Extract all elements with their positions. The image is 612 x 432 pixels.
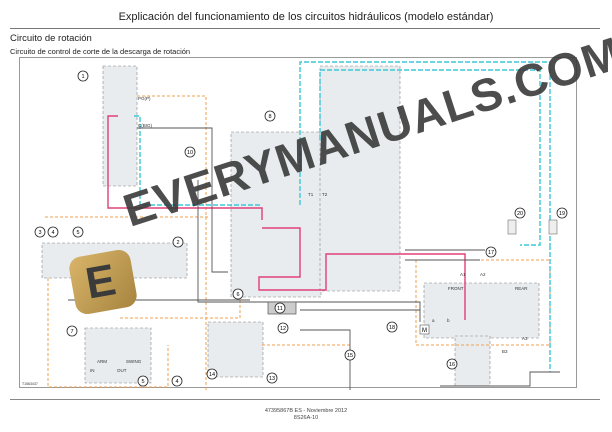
callout-circle: [206, 368, 218, 380]
label-cbig: C(BIG): [138, 123, 153, 128]
callout-14: 14: [209, 372, 215, 378]
label-a2: A2: [480, 272, 486, 277]
callout-1: 1: [81, 74, 84, 80]
callout-circle: [184, 146, 196, 158]
callout-2: 2: [176, 240, 179, 246]
callout-13: 13: [269, 376, 275, 382]
callout-circle: [514, 207, 526, 219]
label-arm: ARM: [97, 359, 107, 364]
component-16-box: [454, 335, 491, 387]
pressure-line: [107, 115, 263, 220]
label-t1: T1: [308, 192, 314, 197]
label-a1: A1: [460, 272, 466, 277]
label-b3: B3: [502, 349, 508, 354]
label-in: IN: [90, 368, 95, 373]
diagram-frame: [19, 57, 577, 388]
callout-circle: [344, 349, 356, 361]
callout-circle: [264, 110, 276, 122]
footer-divider: [10, 399, 600, 400]
callout-circle: [386, 321, 398, 333]
label-swing: SWING: [126, 359, 142, 364]
callout-circle: [232, 288, 244, 300]
hydraulic-line: [197, 180, 421, 322]
hydraulic-line: [300, 329, 351, 390]
watermark-logo-letter: E: [81, 255, 120, 309]
pressure-line: [258, 227, 466, 320]
hydraulic-line: [405, 249, 485, 261]
label-m: M: [422, 328, 427, 334]
callout-19: 19: [559, 211, 565, 217]
label-a3: A3: [522, 336, 528, 341]
section-subtitle: Circuito de control de corte de la desca…: [10, 47, 191, 56]
callout-17: 17: [488, 250, 494, 256]
label-rear: REAR: [515, 286, 528, 291]
page-title: Explicación del funcionamiento de los ci…: [118, 11, 494, 23]
callout-12: 12: [280, 326, 286, 332]
callout-4: 4: [175, 379, 178, 385]
pilot-line: [47, 278, 169, 388]
footer-page-code: 8S26A-10: [293, 415, 319, 421]
callout-circle: [77, 70, 89, 82]
callout-8: 8: [268, 114, 271, 120]
return-line: [319, 69, 541, 246]
callout-5: 5: [141, 379, 144, 385]
component-14-box: [207, 321, 264, 378]
watermark-logo: E: [67, 248, 139, 316]
label-out: OUT: [117, 368, 127, 373]
return-line: [134, 115, 262, 206]
component-7-box: [84, 327, 152, 384]
callout-11: 11: [277, 306, 283, 312]
callout-circle: [266, 372, 278, 384]
callout-circle: [172, 236, 184, 248]
label-b: b: [447, 318, 450, 323]
callout-circle: [171, 375, 183, 387]
callout-5: 5: [76, 230, 79, 236]
callout-circle: [137, 375, 149, 387]
callout-7: 7: [70, 329, 73, 335]
label-t2: T2: [322, 192, 328, 197]
callout-circle: [72, 226, 84, 238]
callout-18: 18: [389, 325, 395, 331]
callout-circle: [274, 302, 286, 314]
section-title: Circuito de rotación: [10, 33, 92, 44]
pilot-line: [415, 259, 551, 346]
callout-circle: [47, 226, 59, 238]
label-front: FRONT: [448, 286, 464, 291]
callout-circle: [66, 325, 78, 337]
callout-3: 3: [38, 230, 41, 236]
swing-motor-box: [423, 282, 540, 339]
callout-circle: [34, 226, 46, 238]
footer-doc-number: 47395867B ES - Noviembre 2012: [264, 408, 348, 414]
drawing-code: T1563437: [22, 382, 38, 386]
component-20-symbol: [507, 219, 517, 235]
label-a: a: [432, 318, 435, 323]
pilot-line: [120, 300, 241, 319]
callout-10: 10: [187, 150, 193, 156]
callout-15: 15: [347, 353, 353, 359]
callout-circle: [277, 322, 289, 334]
callout-20: 20: [517, 211, 523, 217]
hydraulic-line: [440, 371, 560, 387]
callout-circle: [485, 246, 497, 258]
header-divider: [10, 28, 600, 29]
callout-16: 16: [449, 362, 455, 368]
component-19-symbol: [548, 219, 558, 235]
callout-4: 4: [51, 230, 54, 236]
callout-6: 6: [236, 292, 239, 298]
callout-circle: [446, 358, 458, 370]
pilot-line: [137, 95, 207, 390]
control-valve-8-box: [230, 131, 322, 298]
return-line: [299, 61, 551, 245]
label-pgp: PG(P): [138, 96, 151, 101]
callout-circle: [556, 207, 568, 219]
hydraulic-line: [137, 127, 228, 273]
